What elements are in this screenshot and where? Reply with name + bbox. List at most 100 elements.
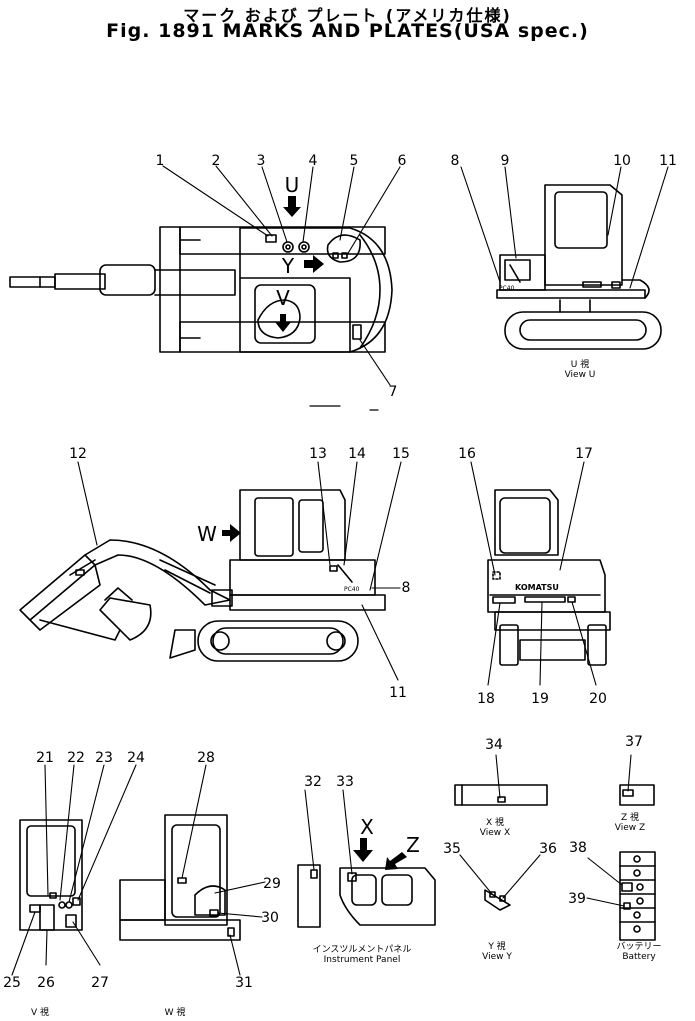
callout-17: 17 [575,446,593,462]
callout-8: 8 [451,153,460,169]
view-z-jp: Z 視 [620,813,640,823]
battery-caption: バッテリー Battery [604,942,674,962]
view-u-en: View U [564,370,596,380]
callout-11: 11 [659,153,677,169]
rear-view-machine: KOMATSU [487,489,611,666]
instrument-panel-en: Instrument Panel [323,955,401,965]
view-u-jp: U 視 [570,360,590,370]
arrow-y [304,255,324,273]
view-y-drawing [484,889,511,911]
callout-23: 23 [95,750,113,766]
callout-36: 36 [539,841,557,857]
callout-37: 37 [625,734,643,750]
callout-6: 6 [398,153,407,169]
callout-38: 38 [569,840,587,856]
callout-28: 28 [197,750,215,766]
callout-12: 12 [69,446,87,462]
leader-37 [627,754,632,792]
leaders-v [11,764,137,976]
callout-14: 14 [348,446,366,462]
callout-25: 25 [3,975,21,991]
plate-pc40-u: PC40 [499,285,515,292]
view-w-cab [119,814,241,941]
view-v-caption: V 視 [20,1008,60,1018]
callout-15: 15 [392,446,410,462]
leaders-battery [586,857,625,907]
arrow-letter-y: Y [281,254,295,278]
callout-2: 2 [212,153,221,169]
arrow-letter-z: Z [406,833,420,857]
leaders-rear [470,461,597,686]
callout-18: 18 [477,691,495,707]
leaders-u [460,166,669,289]
leader-34 [495,754,501,799]
view-z-drawing [619,784,655,806]
callout-33: 33 [336,774,354,790]
callout-30: 30 [261,910,279,926]
callout-34: 34 [485,737,503,753]
arrow-u [283,196,301,217]
battery-jp: バッテリー [616,942,662,952]
view-y-en: View Y [482,952,512,962]
callout-7: 7 [389,384,398,400]
view-u-caption: U 視 View U [550,360,610,380]
callout-13: 13 [309,446,327,462]
instrument-panel-jp: インスツルメントパネル [312,945,412,955]
callout-3: 3 [257,153,266,169]
callout-19: 19 [531,691,549,707]
arrow-x [353,838,373,862]
battery-en: Battery [622,952,656,962]
leaders-top [162,165,401,386]
arrow-z [385,852,407,870]
view-x-drawing [454,784,548,806]
callout-32: 32 [304,774,322,790]
arrow-letter-x: X [360,815,374,839]
callout-8: 8 [402,580,411,596]
arrow-w [222,524,241,542]
battery-drawing [619,851,656,941]
arrow-letter-w: W [197,522,217,546]
callout-4: 4 [309,153,318,169]
arrow-letter-v: V [276,286,290,310]
callout-31: 31 [235,975,253,991]
callout-10: 10 [613,153,631,169]
callout-26: 26 [37,975,55,991]
instrument-panel-drawing [297,864,436,928]
view-z-caption: Z 視 View Z [607,813,653,833]
callout-35: 35 [443,841,461,857]
callout-29: 29 [263,876,281,892]
side-view-machine: PC40 [19,489,386,662]
figure-title-jp: マーク および プレート (アメリカ仕様) [183,6,512,25]
view-v-cab [19,819,83,931]
plate-pc40-side: PC40 [344,586,360,593]
view-x-en: View X [479,828,511,838]
instrument-panel-caption: インスツルメントパネル Instrument Panel [312,945,412,965]
arrow-letter-u: U [285,173,300,197]
view-w-jp: W 視 [164,1008,186,1018]
leaders-y [459,854,541,899]
callout-27: 27 [91,975,109,991]
figure-title-en: Fig. 1891 MARKS AND PLATES(USA spec.) [106,20,589,42]
view-u-machine: PC40 [496,184,662,350]
callout-1: 1 [156,153,165,169]
callout-11: 11 [389,685,407,701]
callout-5: 5 [350,153,359,169]
view-x-jp: X 視 [485,818,505,828]
view-y-jp: Y 視 [488,942,506,952]
callout-22: 22 [67,750,85,766]
callout-39: 39 [568,891,586,907]
callout-24: 24 [127,750,145,766]
view-v-jp: V 視 [30,1008,50,1018]
top-view-machine [9,226,393,411]
callout-21: 21 [36,750,54,766]
view-y-caption: Y 視 View Y [472,942,522,962]
callout-16: 16 [458,446,476,462]
leaders-w [181,764,266,976]
leaders-side [77,461,402,681]
callout-9: 9 [501,153,510,169]
view-z-en: View Z [614,823,646,833]
plate-komatsu: KOMATSU [515,583,559,592]
arrow-letters: U YV W X Z [197,173,420,857]
